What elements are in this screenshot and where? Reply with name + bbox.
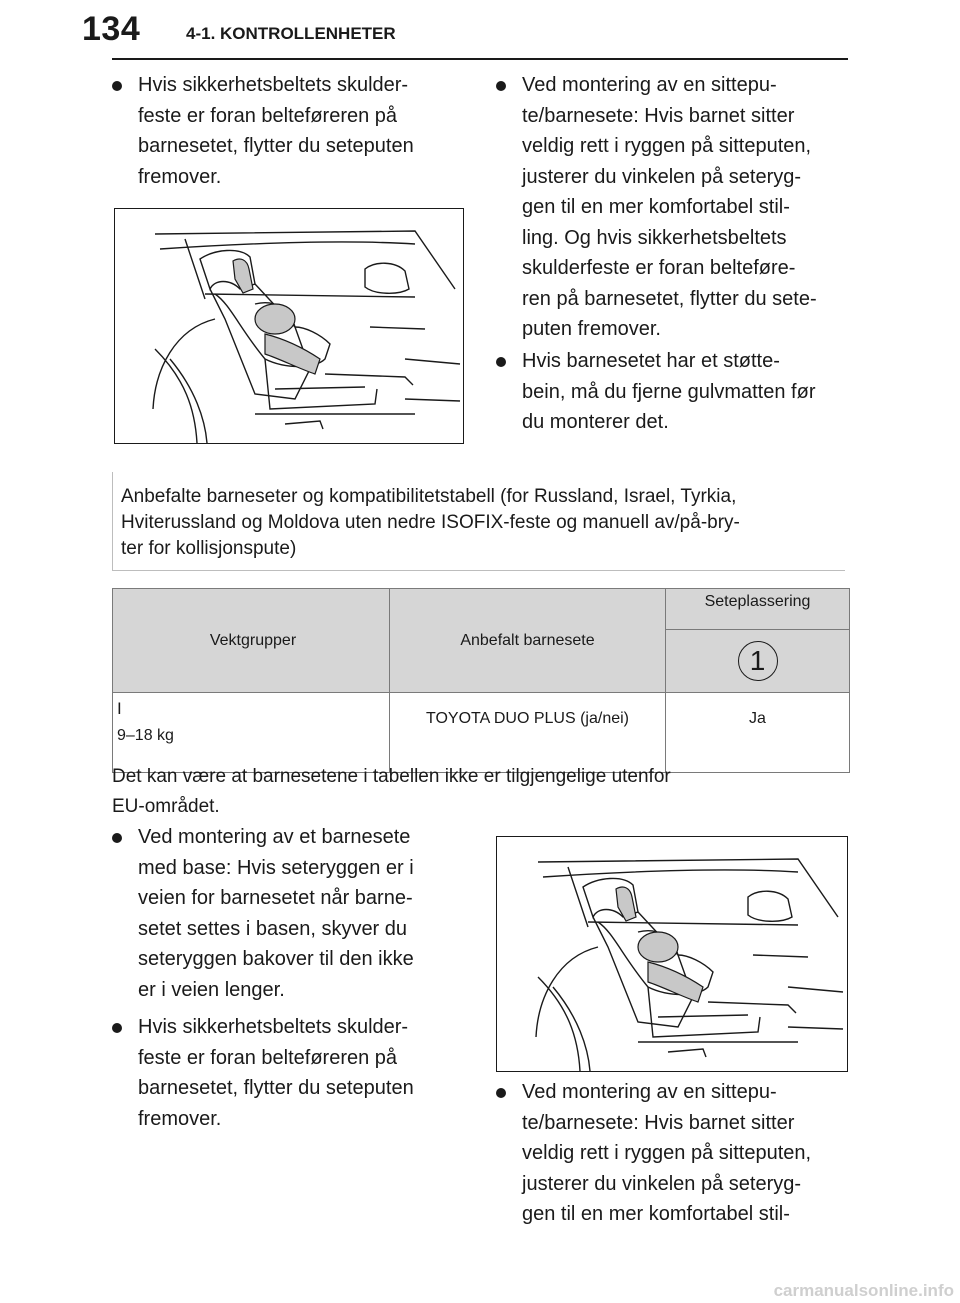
bullet-dot-icon — [112, 81, 122, 91]
compatibility-table: Vektgrupper Anbefalt barnesete Seteplass… — [112, 588, 850, 773]
bullet-dot-icon — [112, 1023, 122, 1033]
column-header-seat: Anbefalt barnesete — [389, 588, 666, 693]
child-seat-in-car-illustration — [535, 858, 844, 1071]
availability-note: Det kan være at barnesetene i tabellen i… — [112, 766, 671, 817]
child-seat-illustration-top — [114, 208, 464, 444]
bullet-text: Hvis sikkerhetsbeltets skulder- feste er… — [138, 1016, 414, 1130]
bullet-dot-icon — [496, 357, 506, 367]
weight-range: 9–18 kg — [117, 727, 174, 744]
cell-position-value: Ja — [665, 692, 850, 773]
column-header-position: Seteplassering — [665, 588, 850, 630]
table-title-box: Anbefalte barneseter og kompatibilitetst… — [112, 472, 845, 571]
watermark: carmanualsonline.info — [773, 1281, 954, 1300]
bullet-text: Ved montering av et barnesete med base: … — [138, 826, 414, 1001]
bullet-text: Hvis barnesetet har et støtte- bein, må … — [522, 350, 816, 433]
child-seat-illustration-bottom — [496, 836, 848, 1072]
weight-group-label: I — [117, 699, 122, 718]
bullet-dot-icon — [496, 1088, 506, 1098]
header-divider — [112, 58, 848, 60]
bullet-dot-icon — [112, 833, 122, 843]
child-seat-in-car-illustration — [152, 230, 461, 443]
column-header-position-1: 1 — [665, 629, 850, 693]
cell-seat-name: TOYOTA DUO PLUS (ja/nei) — [389, 692, 666, 773]
column-header-weight: Vektgrupper — [112, 588, 390, 693]
table-row: I 9–18 kg TOYOTA DUO PLUS (ja/nei) Ja — [112, 692, 850, 773]
bullet-dot-icon — [496, 81, 506, 91]
bullet-text: Hvis sikkerhetsbeltets skulder- feste er… — [138, 74, 414, 188]
seat-number-badge: 1 — [737, 641, 778, 681]
table-title: Anbefalte barneseter og kompatibilitetst… — [121, 486, 740, 559]
cell-weight-group: I 9–18 kg — [112, 692, 390, 773]
bullet-text: Ved montering av en sittepu- te/barneset… — [522, 74, 817, 340]
page-number: 134 — [82, 10, 141, 48]
section-title: 4-1. KONTROLLENHETER — [186, 24, 396, 43]
bullet-text: Ved montering av en sittepu- te/barneset… — [522, 1081, 812, 1225]
